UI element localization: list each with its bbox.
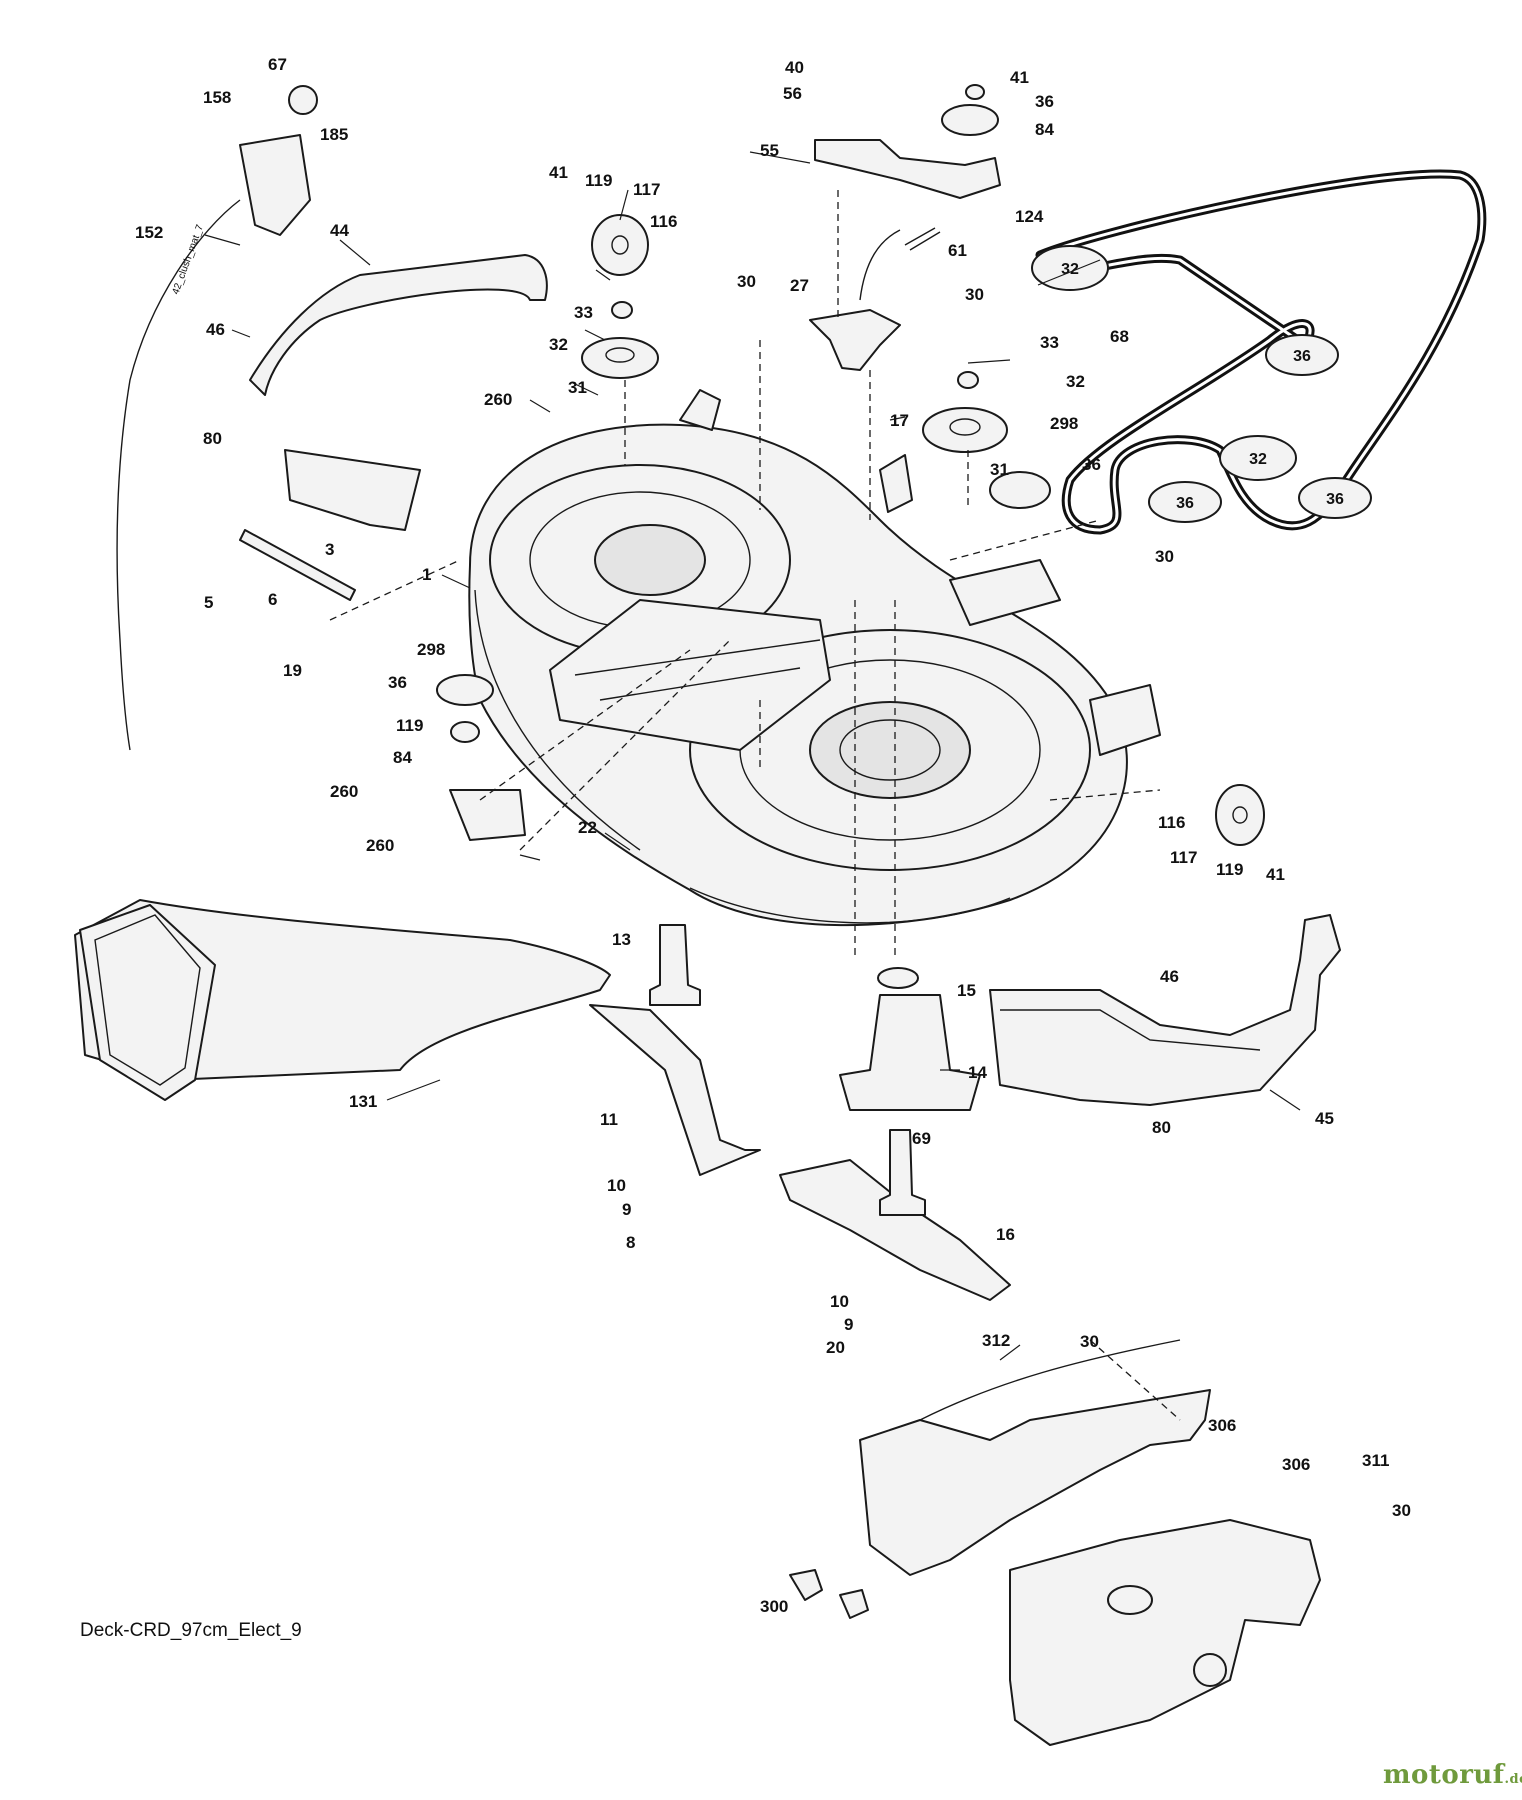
callout: 17	[890, 411, 909, 430]
callout: 67	[268, 55, 287, 74]
callout: 15	[957, 981, 976, 1000]
grass-chute	[74, 899, 611, 1101]
callout: 298	[417, 640, 445, 659]
callout: 9	[844, 1315, 853, 1334]
callout: 260	[366, 836, 394, 855]
idler-bracket	[809, 139, 1001, 371]
watermark-name: motoruf	[1383, 1760, 1505, 1790]
belt-pulley-label: 36	[1176, 495, 1194, 512]
callout: 33	[574, 303, 593, 322]
callout: 306	[1208, 1416, 1236, 1435]
callout: 14	[968, 1063, 987, 1082]
callout: 260	[330, 782, 358, 801]
callout: 131	[349, 1092, 377, 1111]
callout: 185	[320, 125, 348, 144]
callout: 117	[1170, 848, 1197, 867]
belt-pulley-label: 36	[1293, 348, 1311, 365]
callout: 13	[612, 930, 631, 949]
belt-cover-right	[989, 914, 1341, 1106]
callout: 46	[206, 320, 225, 339]
callout: 36	[1035, 92, 1054, 111]
callout: 124	[1015, 207, 1044, 226]
callout: 61	[948, 241, 967, 260]
mower-deck-housing	[468, 389, 1161, 927]
drive-belt: 32 36 32 36 36	[1031, 169, 1487, 535]
callout: 3	[325, 540, 334, 559]
callout: 158	[203, 88, 231, 107]
callout: 119	[396, 716, 423, 735]
callout: 116	[1158, 813, 1185, 832]
callout: 9	[622, 1200, 631, 1219]
callout-labels: 67 158 185 152 44 46 80 3 5 6 19 41 119 …	[135, 55, 1411, 1616]
callout: 8	[626, 1233, 635, 1252]
callout: 20	[826, 1338, 845, 1357]
callout: 116	[650, 212, 677, 231]
callout: 260	[484, 390, 512, 409]
callout: 80	[1152, 1118, 1171, 1137]
callout: 55	[760, 141, 779, 160]
callout: 119	[585, 171, 612, 190]
blades-spindles	[589, 924, 1011, 1301]
callout: 80	[203, 429, 222, 448]
callout: 41	[1010, 68, 1029, 87]
callout: 84	[1035, 120, 1054, 139]
callout: 31	[568, 378, 587, 397]
mulch-covers	[789, 1339, 1321, 1746]
callout: 300	[760, 1597, 788, 1616]
callout: 32	[549, 335, 568, 354]
belt-pulley-label: 32	[1249, 451, 1267, 468]
watermark-suffix: .de	[1504, 1772, 1522, 1787]
leader-lines	[204, 151, 1301, 1361]
callout: 40	[785, 58, 804, 77]
callout: 11	[600, 1110, 618, 1129]
callout: 56	[783, 84, 802, 103]
height-adjust-parts	[116, 85, 548, 841]
callout: 41	[549, 163, 568, 182]
callout: 19	[283, 661, 302, 680]
callout: 298	[1050, 414, 1078, 433]
alignment-lines	[329, 190, 1181, 1421]
callout: 10	[607, 1176, 626, 1195]
callout: 31	[990, 460, 1009, 479]
callout: 46	[1160, 967, 1179, 986]
callout: 312	[982, 1331, 1010, 1350]
callout: 27	[790, 276, 809, 295]
callout: 10	[830, 1292, 849, 1311]
callout: 152	[135, 223, 163, 242]
belt-pulley-label: 36	[1326, 491, 1344, 508]
callout: 30	[1392, 1501, 1411, 1520]
callout: 45	[1315, 1109, 1334, 1128]
diagram-code: Deck-CRD_97cm_Elect_9	[80, 1620, 302, 1641]
callout: 84	[393, 748, 412, 767]
watermark: motoruf.de	[1383, 1760, 1522, 1790]
callout: 6	[268, 590, 277, 609]
callout: 119	[1216, 860, 1243, 879]
callout: 30	[737, 272, 756, 291]
callout: 69	[912, 1129, 931, 1148]
callout: 117	[633, 180, 660, 199]
pulleys	[436, 84, 1265, 846]
callout: 30	[965, 285, 984, 304]
callout: 30	[1080, 1332, 1099, 1351]
callout: 36	[388, 673, 407, 692]
callout: 306	[1282, 1455, 1310, 1474]
callout: 32	[1066, 372, 1085, 391]
callout: 1	[422, 565, 431, 584]
callout: 5	[204, 593, 213, 612]
callout: 311	[1362, 1451, 1389, 1470]
callout: 22	[578, 818, 597, 837]
callout: 33	[1040, 333, 1059, 352]
callout: 41	[1266, 865, 1285, 884]
callout: 68	[1110, 327, 1129, 346]
callout: 36	[1082, 455, 1101, 474]
callout: 16	[996, 1225, 1015, 1244]
callout: 30	[1155, 547, 1174, 566]
cable-marking: 42_clush_mat_7	[170, 223, 206, 296]
callout: 44	[330, 221, 349, 240]
